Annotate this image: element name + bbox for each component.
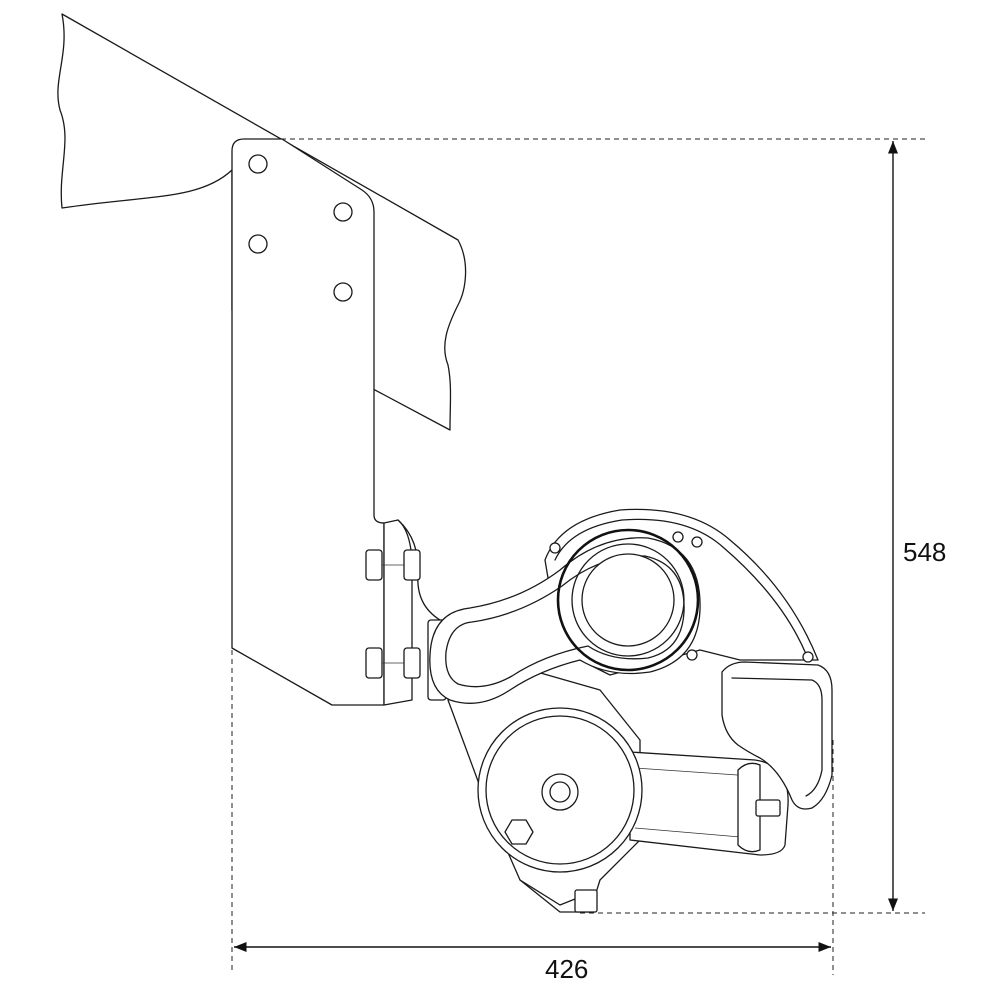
connector <box>755 799 781 817</box>
mounting-plate <box>231 138 385 706</box>
screw <box>802 651 814 663</box>
motor <box>629 751 789 856</box>
hex-bolt <box>504 819 534 845</box>
extension-lines <box>231 138 925 975</box>
nut <box>365 647 383 679</box>
nut <box>403 647 421 679</box>
screw <box>549 542 561 554</box>
bolt-hole <box>333 282 353 302</box>
nut <box>403 549 421 581</box>
height-dimension: 548 <box>887 141 946 911</box>
nut <box>365 549 383 581</box>
width-label: 426 <box>545 954 588 984</box>
screw <box>686 649 698 661</box>
bolt-hole <box>248 234 268 254</box>
bolt-hole <box>248 154 268 174</box>
screw <box>691 536 703 548</box>
screw <box>672 531 684 543</box>
hinge-flange <box>365 519 447 706</box>
axle-nut <box>541 773 579 811</box>
bolt-hole <box>333 202 353 222</box>
width-dimension: 426 <box>234 941 831 984</box>
rocker-arm <box>429 528 701 704</box>
drum <box>477 707 643 873</box>
pivot-bore <box>556 528 700 672</box>
height-label: 548 <box>903 537 946 567</box>
hook-jaw <box>721 661 833 810</box>
